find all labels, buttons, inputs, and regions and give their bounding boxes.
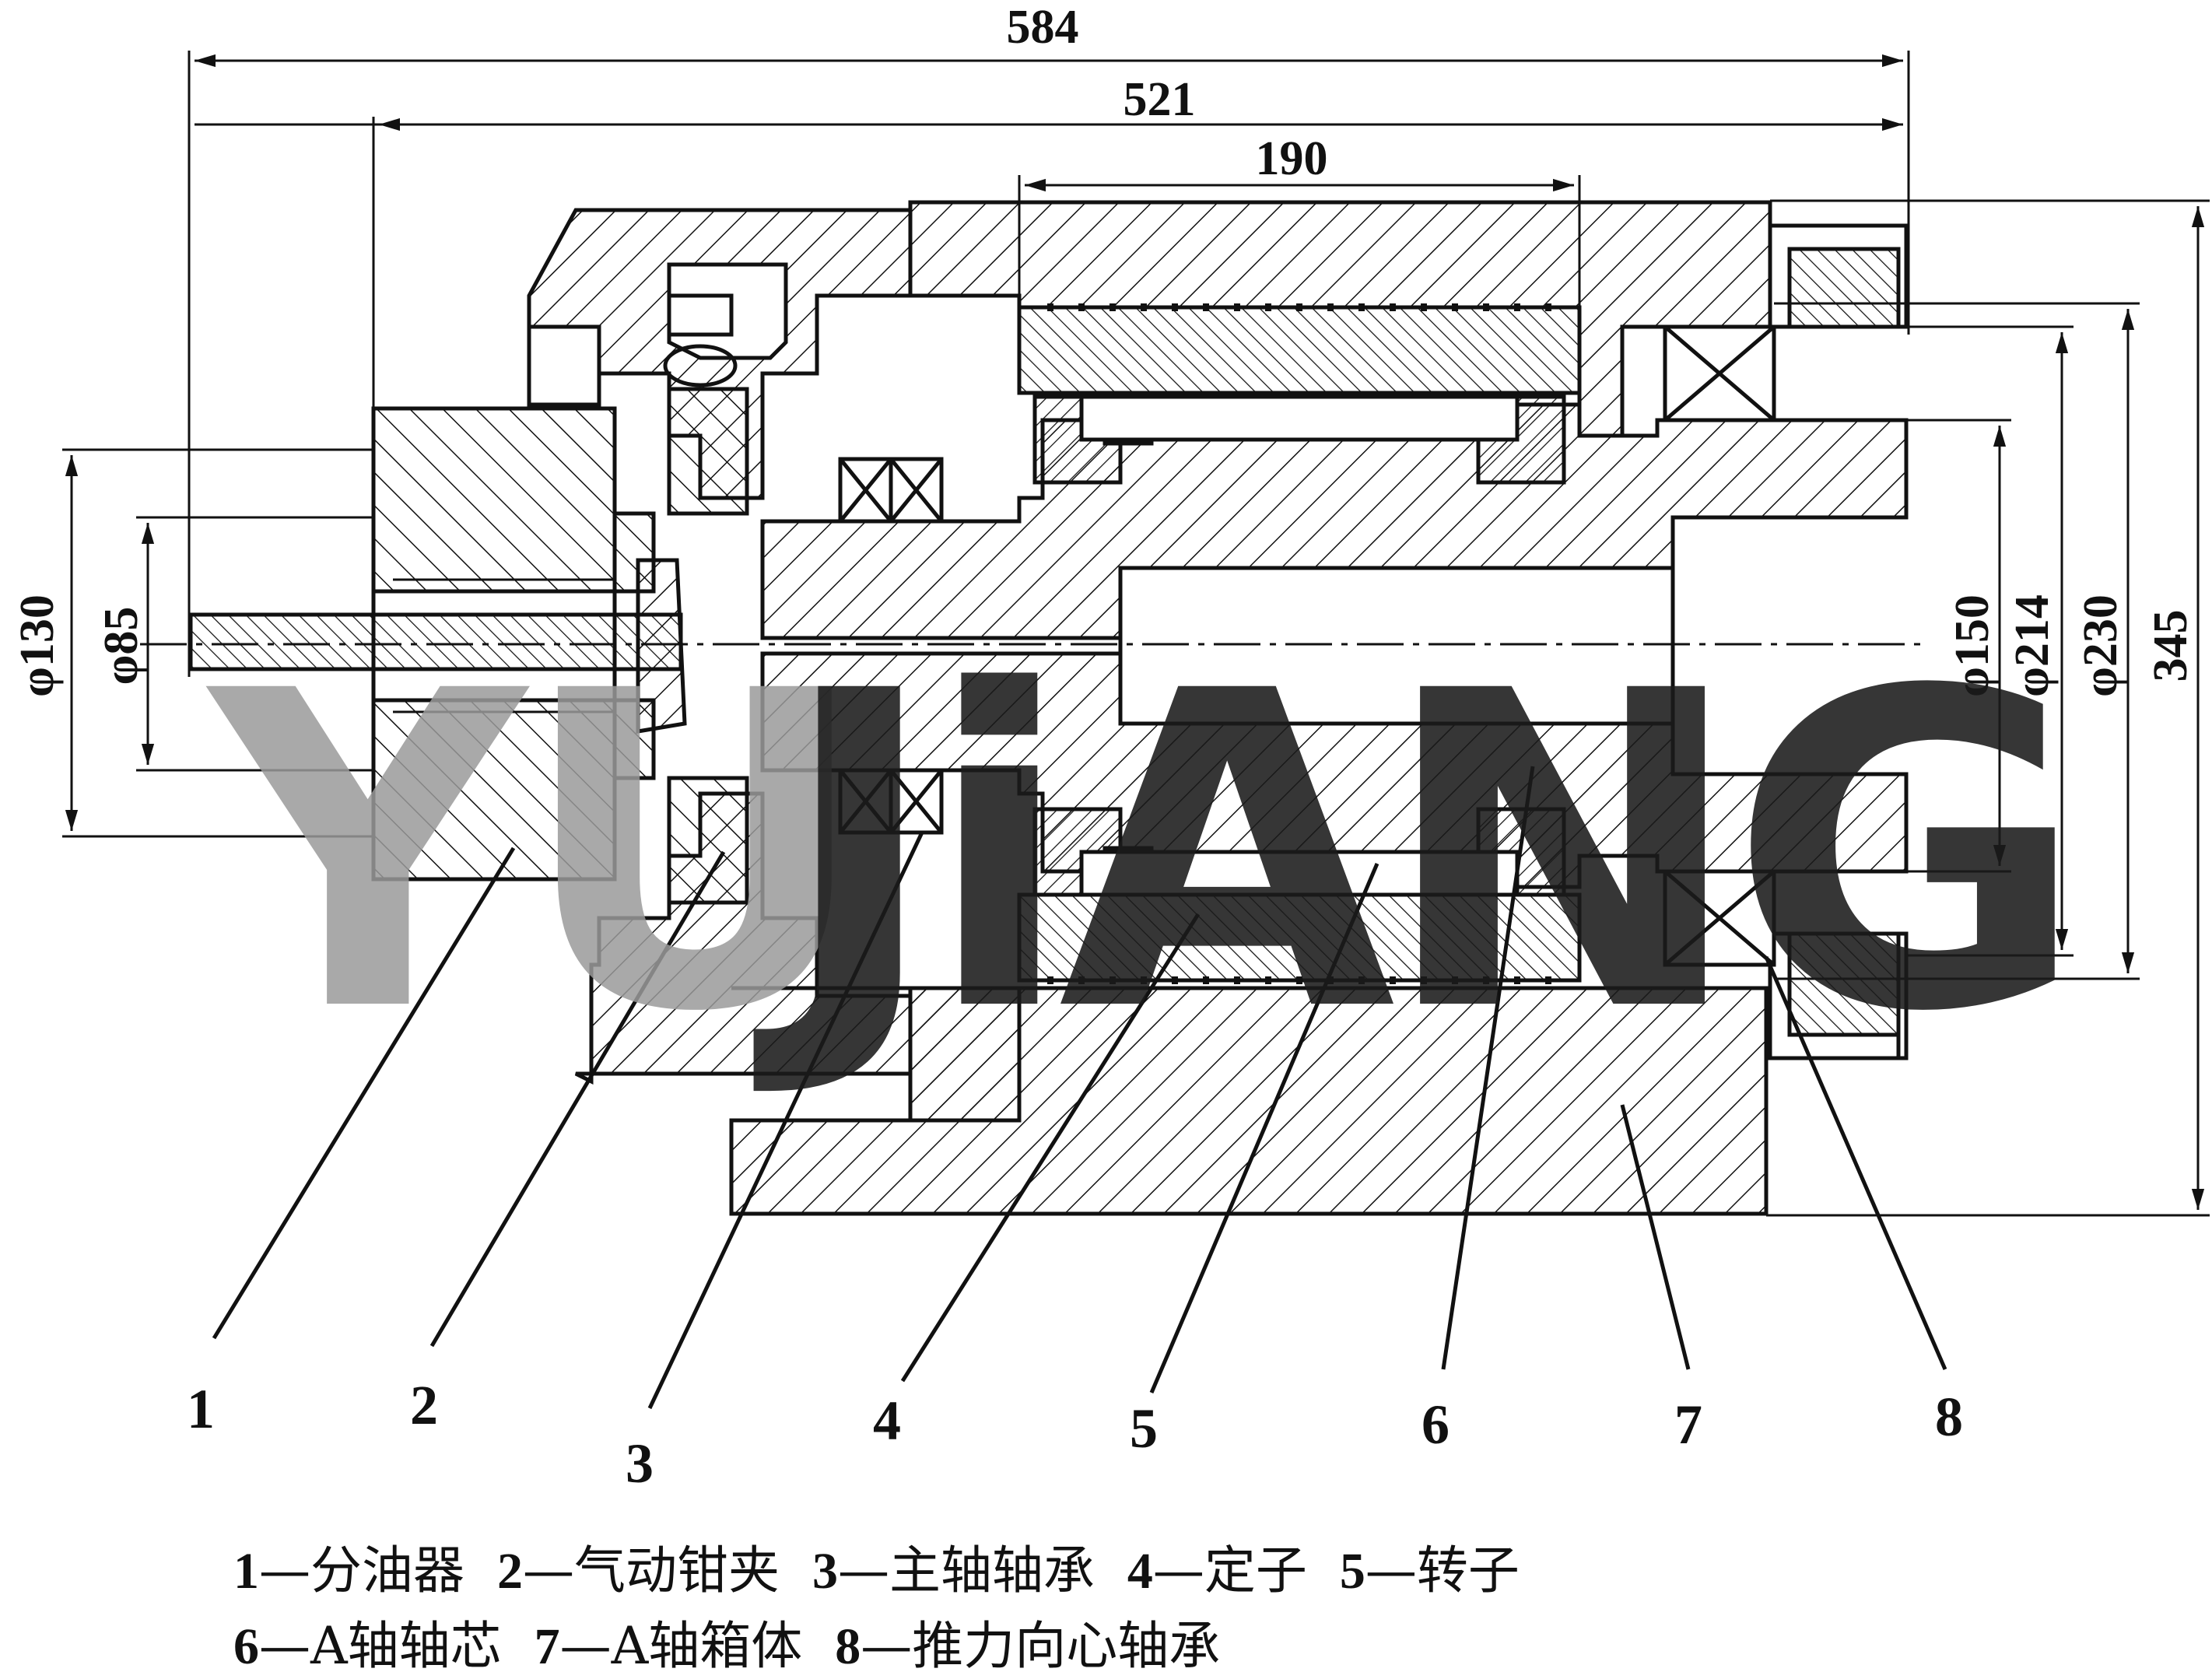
dim-345: 345 <box>2144 610 2197 682</box>
watermark-text-dark: JiANG <box>751 600 2071 1107</box>
dim-phi230: φ230 <box>2074 594 2127 697</box>
part-label-8: 8 <box>1935 1386 1963 1448</box>
thrust-bearing-part-8 <box>1663 324 1776 967</box>
dim-phi85: φ85 <box>95 607 148 685</box>
legend-item-7: 7—A轴箱体 <box>534 1616 803 1676</box>
legend-item-5: 5—转子 <box>1339 1541 1520 1600</box>
part-label-3: 3 <box>626 1432 654 1495</box>
legend-line-2: 6—A轴轴芯 7—A轴箱体 8—推力向心轴承 <box>233 1604 1220 1679</box>
dim-phi214: φ214 <box>2006 594 2059 697</box>
part-label-7: 7 <box>1674 1393 1702 1456</box>
part-label-1: 1 <box>187 1378 215 1440</box>
leader-lines <box>212 766 1947 1410</box>
spindle-bearing-part-3 <box>838 457 944 835</box>
pneumatic-clamp-part-2 <box>527 208 913 1085</box>
dim-phi150: φ150 <box>1946 594 1999 697</box>
dim-521: 521 <box>1124 73 1196 126</box>
stator-part-4 <box>1017 303 1582 984</box>
watermark-logo: YU JiANG <box>203 600 2087 1107</box>
part-label-4: 4 <box>873 1390 901 1452</box>
part-label-5: 5 <box>1130 1397 1158 1460</box>
legend-item-8: 8—推力向心轴承 <box>835 1616 1221 1676</box>
part-label-2: 2 <box>410 1374 438 1436</box>
dimension-lines <box>62 51 2210 1217</box>
dim-phi130: φ130 <box>11 594 64 697</box>
legend-item-6: 6—A轴轴芯 <box>233 1616 502 1676</box>
legend-item-1: 1—分油器 <box>233 1541 464 1600</box>
legend-item-3: 3—主轴轴承 <box>812 1541 1095 1600</box>
oil-distributor-part-1 <box>188 406 687 882</box>
housing-part-7 <box>729 200 1909 1216</box>
legend-item-2: 2—气动钳夹 <box>496 1541 780 1600</box>
watermark-text-light: YU <box>203 600 864 1107</box>
dim-190: 190 <box>1256 132 1328 185</box>
legend-line-1: 1—分油器 2—气动钳夹 3—主轴轴承 4—定子 5—转子 <box>233 1529 1520 1604</box>
part-label-6: 6 <box>1421 1393 1450 1456</box>
dim-584: 584 <box>1007 1 1079 54</box>
legend-item-4: 4—定子 <box>1127 1541 1307 1600</box>
